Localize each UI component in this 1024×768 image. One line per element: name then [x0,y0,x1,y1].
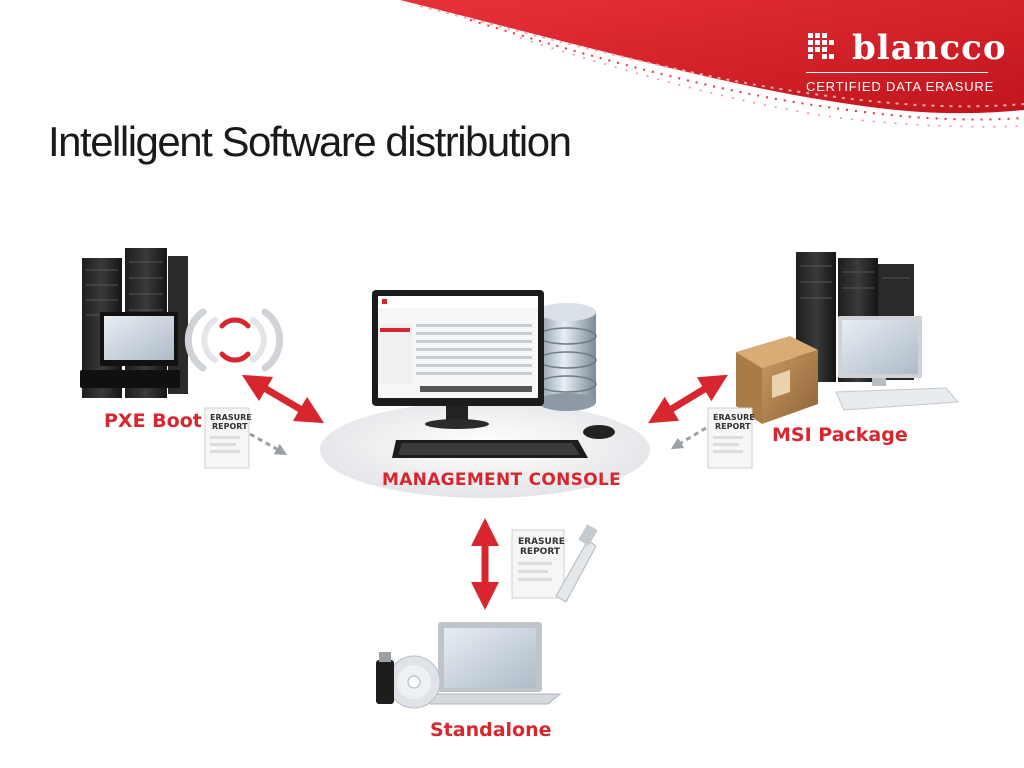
pxe-server-icon [80,248,188,398]
management-console-label: MANAGEMENT CONSOLE [382,470,621,490]
report-title-line1: ERASURE [210,413,252,422]
database-icon [537,303,597,411]
package-box-icon [736,336,818,424]
slide-title: Intelligent Software distribution [48,118,572,165]
pxe-boot-label: PXE Boot [104,410,202,432]
blancco-logo-icon [808,33,834,59]
brand-name: blancco [852,28,1007,68]
standalone-label: Standalone [430,719,552,741]
brand-divider [806,72,988,73]
report-title-line1: ERASURE [713,413,755,422]
brand-tagline: CERTIFIED DATA ERASURE [806,79,995,94]
report-title-line2: REPORT [520,547,561,557]
pxe-link-arrow [241,374,325,424]
sync-icon [184,308,284,372]
report-title-line2: REPORT [212,422,248,431]
keyboard-icon [392,425,615,458]
console-monitor-icon [372,290,544,429]
erasure-report-icon-bottom: ERASURE REPORT [511,524,598,603]
report-flow-arrow-right [670,426,707,450]
msi-link-arrow [648,374,728,424]
usb-stick-icon [376,652,394,704]
cd-disc-icon [387,655,441,709]
report-title-line2: REPORT [715,422,751,431]
msi-package-label: MSI Package [772,424,908,446]
report-flow-arrow-left [249,432,288,455]
erasure-report-icon-right: ERASURE REPORT [707,407,755,469]
header-swoosh [400,0,1024,128]
laptop-icon [418,622,562,705]
erasure-report-icon-left: ERASURE REPORT [204,407,252,469]
msi-server-icon [796,252,960,411]
report-title-line1: ERASURE [518,537,565,547]
